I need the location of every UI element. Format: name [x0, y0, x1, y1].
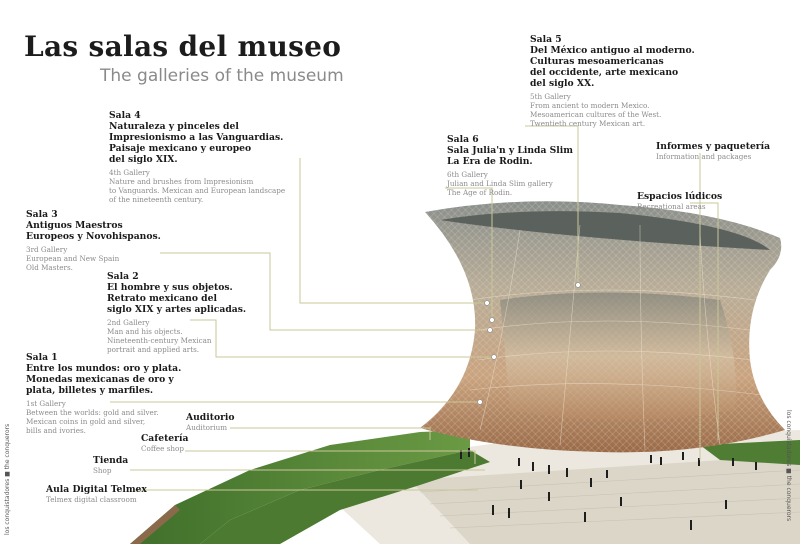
gallery-3-description: European and New Spain Old Masters. — [26, 254, 120, 272]
gallery-2-label: Sala 2 El hombre y sus objetos. Retrato … — [107, 271, 246, 354]
gallery-6-description: Julian and Linda Slim gallery The Age of… — [447, 179, 553, 197]
gallery-4-heading: Sala 4 Naturaleza y pinceles del Impresi… — [109, 110, 284, 165]
service-cafeteria-label: Cafetería Coffee shop — [141, 433, 188, 453]
service-shop-heading: Tienda — [93, 455, 129, 466]
service-classroom-heading: Aula Digital Telmex — [46, 484, 147, 495]
service-auditorium-heading: Auditorio — [186, 412, 235, 423]
left-side-note: los conquistadores ■ the conquerors — [4, 423, 11, 535]
gallery-6-label: Sala 6 Sala Julia'n y Linda Slim La Era … — [447, 134, 573, 197]
service-classroom-label: Aula Digital Telmex Telmex digital class… — [46, 484, 147, 504]
gallery-5-label: Sala 5 Del México antiguo al moderno. Cu… — [530, 34, 695, 128]
leader-lines — [110, 125, 719, 491]
service-information-label: Informes y paquetería Information and pa… — [656, 141, 770, 161]
gallery-3-label: Sala 3 Antiguos Maestros Europeos y Novo… — [26, 209, 161, 272]
gallery-1-number: 1st Gallery — [26, 399, 66, 408]
gallery-3-heading: Sala 3 Antiguos Maestros Europeos y Novo… — [26, 209, 161, 242]
gallery-3-number: 3rd Gallery — [26, 245, 68, 254]
gallery-1-heading: Sala 1 Entre los mundos: oro y plata. Mo… — [26, 352, 182, 396]
service-auditorium-label: Auditorio Auditorium — [186, 412, 235, 432]
service-shop-subtitle: Shop — [93, 466, 112, 475]
leader-dots — [477, 282, 581, 405]
page-title: Las salas del museo — [24, 30, 342, 63]
service-cafeteria-subtitle: Coffee shop — [141, 444, 184, 453]
museum-building — [420, 201, 785, 453]
service-shop-label: Tienda Shop — [93, 455, 128, 475]
gallery-6-number: 6th Gallery — [447, 170, 488, 179]
page-subtitle: The galleries of the museum — [100, 66, 344, 86]
service-information-subtitle: Information and packages — [656, 152, 752, 161]
gallery-2-description: Man and his objects. Nineteenth-century … — [107, 327, 212, 354]
gallery-4-label: Sala 4 Naturaleza y pinceles del Impresi… — [109, 110, 285, 204]
service-information-heading: Informes y paquetería — [656, 141, 771, 152]
service-recreational-label: Espacios lúdicos Recreational areas — [637, 191, 722, 211]
grass-area — [130, 430, 800, 544]
service-recreational-heading: Espacios lúdicos — [637, 191, 723, 202]
gallery-5-description: From ancient to modern Mexico. Mesoameri… — [530, 101, 662, 128]
gallery-2-heading: Sala 2 El hombre y sus objetos. Retrato … — [107, 271, 247, 315]
gallery-4-number: 4th Gallery — [109, 168, 150, 177]
gallery-2-number: 2nd Gallery — [107, 318, 150, 327]
service-auditorium-subtitle: Auditorium — [186, 423, 228, 432]
service-recreational-subtitle: Recreational areas — [637, 202, 706, 211]
gallery-5-number: 5th Gallery — [530, 92, 571, 101]
gallery-1-label: Sala 1 Entre los mundos: oro y plata. Mo… — [26, 352, 181, 435]
service-cafeteria-heading: Cafetería — [141, 433, 189, 444]
gallery-1-description: Between the worlds: gold and silver. Mex… — [26, 408, 159, 435]
right-side-note: los conquistadores ■ the conquerors — [785, 410, 792, 522]
gallery-6-heading: Sala 6 Sala Julia'n y Linda Slim La Era … — [447, 134, 573, 167]
service-classroom-subtitle: Telmex digital classroom — [46, 495, 137, 504]
gallery-4-description: Nature and brushes from Impresionism to … — [109, 177, 286, 204]
people — [460, 448, 757, 530]
gallery-5-heading: Sala 5 Del México antiguo al moderno. Cu… — [530, 34, 695, 89]
